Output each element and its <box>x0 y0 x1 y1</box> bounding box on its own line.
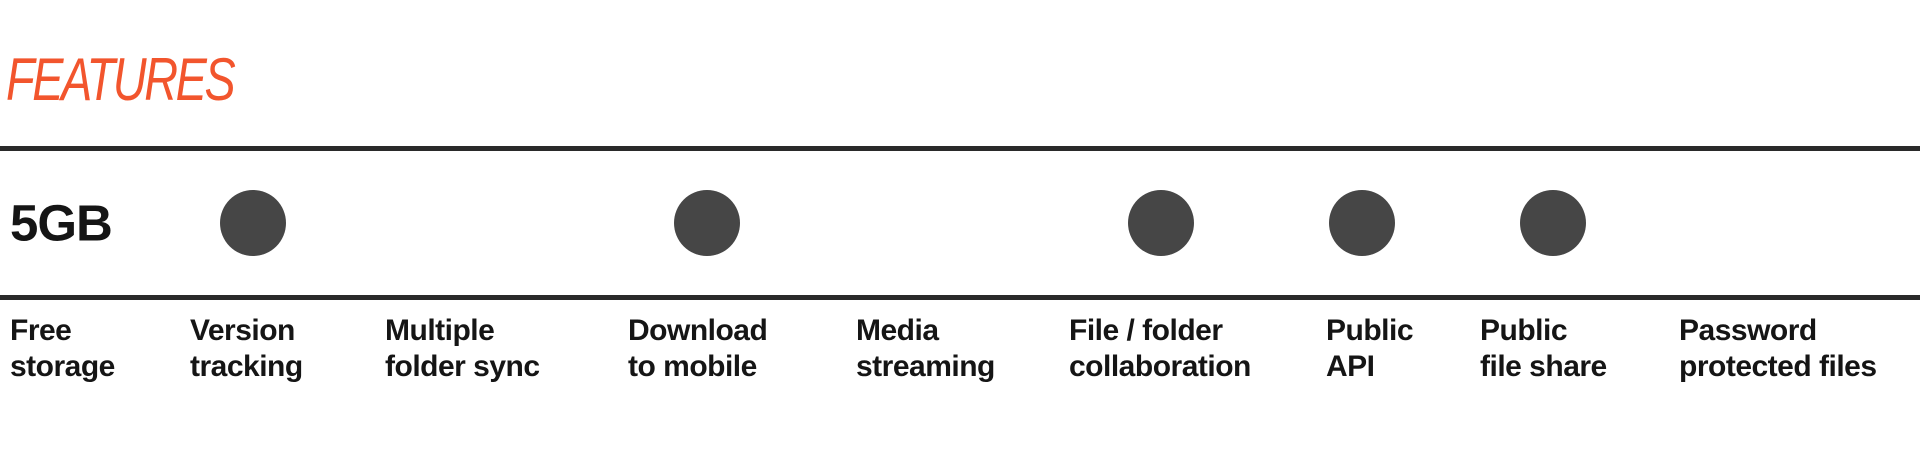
file-folder-collaboration-label-line2: collaboration <box>1069 350 1251 383</box>
media-streaming-label-line2: streaming <box>856 350 995 383</box>
multiple-folder-sync-label: Multiple folder sync <box>385 313 540 385</box>
download-to-mobile-label-line1: Download <box>628 314 768 347</box>
feature-labels-row: Free storage Version tracking Multiple f… <box>0 313 1920 403</box>
file-folder-collaboration-dot-icon <box>1128 190 1194 256</box>
public-file-share-label-line2: file share <box>1480 350 1607 383</box>
feature-values-row: 5GB <box>0 151 1920 295</box>
multiple-folder-sync-label-line1: Multiple <box>385 314 495 347</box>
free-storage-value: 5GB <box>10 194 113 252</box>
password-protected-files-label: Password protected files <box>1679 313 1877 385</box>
download-to-mobile-dot-icon <box>674 190 740 256</box>
version-tracking-label-line1: Version <box>190 314 295 347</box>
features-heading: FEATURES <box>6 46 236 113</box>
password-protected-files-label-line1: Password <box>1679 314 1817 347</box>
media-streaming-label-line1: Media <box>856 314 939 347</box>
version-tracking-label-line2: tracking <box>190 350 303 383</box>
public-api-label-line1: Public <box>1326 314 1414 347</box>
public-api-label-line2: API <box>1326 350 1375 383</box>
public-file-share-dot-icon <box>1520 190 1586 256</box>
public-api-label: Public API <box>1326 313 1414 385</box>
multiple-folder-sync-label-line2: folder sync <box>385 350 540 383</box>
free-storage-label-line1: Free <box>10 314 72 347</box>
media-streaming-label: Media streaming <box>856 313 995 385</box>
public-file-share-label: Public file share <box>1480 313 1607 385</box>
version-tracking-dot-icon <box>220 190 286 256</box>
file-folder-collaboration-label: File / folder collaboration <box>1069 313 1251 385</box>
public-file-share-label-line1: Public <box>1480 314 1568 347</box>
top-divider <box>0 146 1920 151</box>
password-protected-files-label-line2: protected files <box>1679 350 1877 383</box>
file-folder-collaboration-label-line1: File / folder <box>1069 314 1223 347</box>
bottom-divider <box>0 295 1920 300</box>
public-api-dot-icon <box>1329 190 1395 256</box>
download-to-mobile-label-line2: to mobile <box>628 350 757 383</box>
free-storage-label: Free storage <box>10 313 115 385</box>
free-storage-label-line2: storage <box>10 350 115 383</box>
download-to-mobile-label: Download to mobile <box>628 313 768 385</box>
version-tracking-label: Version tracking <box>190 313 303 385</box>
